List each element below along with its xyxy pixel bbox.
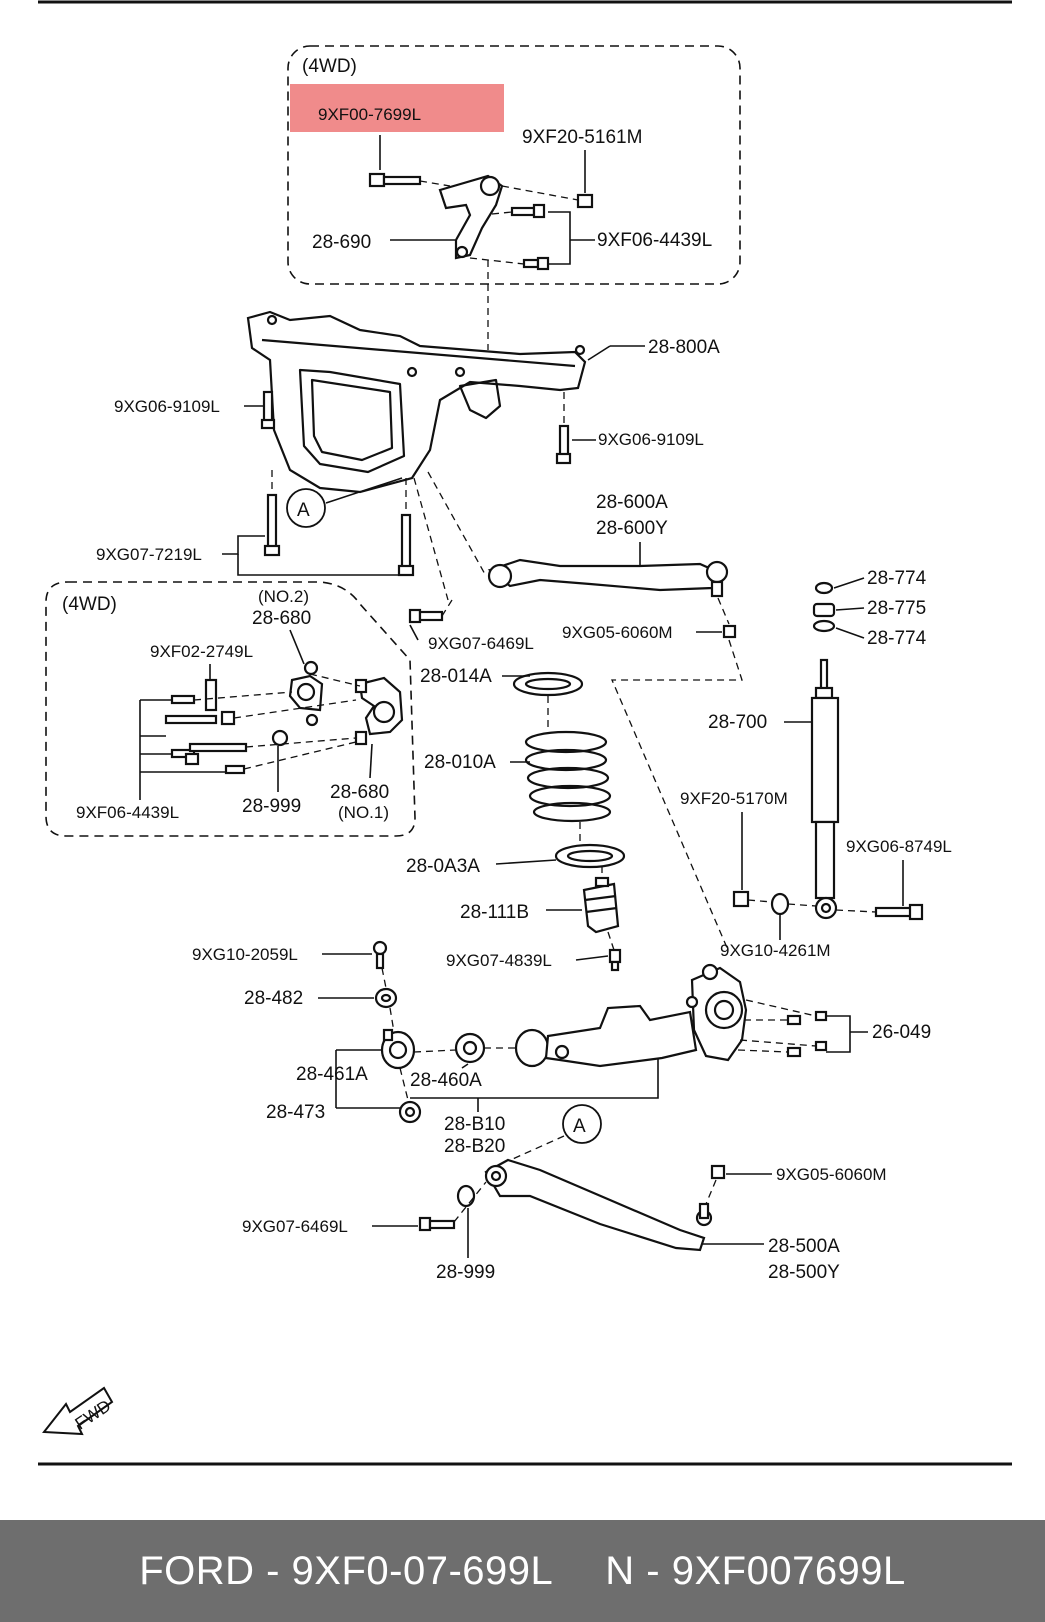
label-p-9xf02-2749l: 9XF02-2749L: [150, 642, 253, 661]
label-p-9xg06-9109l-right: 9XG06-9109L: [598, 430, 704, 449]
bolt-9xg10-2059l: [372, 940, 388, 970]
label-p-28-775: 28-775: [867, 598, 926, 619]
bolts-9xf06-4439l-top: [510, 203, 550, 271]
box-4wd-left: [45, 581, 416, 837]
label-p-28-500a: 28-500A: [768, 1236, 840, 1257]
label-p-28-774-a: 28-774: [867, 568, 927, 589]
nut-9xf20-5161m: [576, 193, 594, 209]
nut-9xf20-5170m: [732, 890, 750, 908]
label-p-9xg05-6060m-bot: 9XG05-6060M: [776, 1165, 887, 1184]
bolt-9xg07-6469l-bottom: [418, 1216, 456, 1232]
highlight-box: [290, 84, 504, 132]
lower-arm-28-500a: [484, 1158, 713, 1252]
label-p-9xf06-4439l-left: 9XF06-4439L: [76, 803, 179, 822]
fwd-arrow-icon: FWD: [42, 1386, 114, 1436]
bolt-9xg06-9109l-right: [555, 424, 572, 465]
bolts-9xf06-4439l-left: [164, 694, 248, 775]
label-p-9xg10-2059l: 9XG10-2059L: [192, 945, 298, 964]
label-p-28-774-b: 28-774: [867, 628, 927, 649]
label-p-28-473: 28-473: [266, 1102, 325, 1123]
label-p-26-049: 26-049: [872, 1022, 931, 1043]
label-p-9xg10-4261m: 9XG10-4261M: [720, 941, 831, 960]
nut-28-774-top: [814, 581, 834, 595]
label-p-28-014a: 28-014A: [420, 666, 492, 687]
box-4wd-top-title: (4WD): [302, 56, 357, 77]
callout-a-top: [286, 488, 326, 528]
label-p-9xg07-6469l-top: 9XG07-6469L: [428, 634, 534, 653]
label-p-no2: (NO.2): [258, 587, 309, 606]
bracket-28-690: [438, 174, 504, 260]
label-p-28-482: 28-482: [244, 988, 303, 1009]
label-p-9xg07-7219l: 9XG07-7219L: [96, 545, 202, 564]
upper-arm-28-600a: [487, 558, 729, 598]
label-p-9xf20-5170m: 9XF20-5170M: [680, 789, 788, 808]
lower-arm-28-b10: [514, 1004, 698, 1068]
spring-seat-28-0a3a: [554, 843, 626, 869]
nut-9xg05-6060m-top: [722, 624, 737, 639]
callout-a-bottom: [562, 1104, 602, 1144]
label-p-28-999-left: 28-999: [242, 796, 301, 817]
nut-28-473: [398, 1100, 422, 1124]
bump-stop-28-111b: [582, 876, 620, 934]
label-p-9xg06-9109l-left: 9XG06-9109L: [114, 397, 220, 416]
label-p-no1: (NO.1): [338, 803, 389, 822]
label-p-28-999-bot: 28-999: [436, 1262, 495, 1283]
bolt-9xf00-7699l: [368, 172, 422, 188]
label-p-28-500y: 28-500Y: [768, 1262, 840, 1283]
washer-28-774-bottom: [812, 619, 836, 633]
label-p-9xf20-5161m: 9XF20-5161M: [522, 127, 642, 148]
label-p-28-680-top: 28-680: [252, 608, 311, 629]
label-p-a-bot: A: [573, 1116, 586, 1137]
bolts-9xg07-7219l: [263, 493, 415, 577]
label-p-28-690: 28-690: [312, 232, 371, 253]
label-p-28-b20: 28-B20: [444, 1136, 505, 1157]
label-p-9xg07-4839l: 9XG07-4839L: [446, 951, 552, 970]
bushing-28-775: [812, 602, 836, 618]
bolt-9xg06-9109l-left: [260, 390, 276, 430]
label-p-28-460a: 28-460A: [410, 1070, 482, 1091]
label-9xf00-7699l-highlight[interactable]: 9XF00-7699L: [318, 105, 421, 124]
washer-28-999-left: [271, 729, 289, 747]
box-4wd-top: [287, 45, 741, 285]
label-p-28-800a: 28-800A: [648, 337, 720, 358]
label-p-28-0a3a: 28-0A3A: [406, 856, 480, 877]
label-p-9xg07-6469l-bot: 9XG07-6469L: [242, 1217, 348, 1236]
bolt-9xg07-4839l: [608, 948, 622, 972]
nut-9xg05-6060m-bot: [710, 1164, 726, 1180]
crossmember-28-800a: [246, 310, 587, 494]
label-p-9xf06-4439l-top: 9XF06-4439L: [597, 230, 712, 251]
knuckle-26-049: [685, 963, 748, 1062]
label-p-28-600y: 28-600Y: [596, 518, 668, 539]
spring-seat-28-014a: [512, 671, 584, 697]
parts-diagram: (4WD) 9XF00-7699L 28-690 9XF20-5161M 9XF…: [38, 0, 1012, 1466]
washer-28-999-bottom: [456, 1184, 476, 1208]
label-p-28-600a: 28-600A: [596, 492, 668, 513]
label-p-28-461a: 28-461A: [296, 1064, 368, 1085]
footer-brand-part: FORD - 9XF0-07-699L: [139, 1548, 554, 1593]
label-p-a-top: A: [297, 500, 310, 521]
mount-28-680-no2: [204, 660, 324, 712]
bushing-28-460a: [454, 1032, 486, 1064]
label-p-28-010a: 28-010A: [424, 752, 496, 773]
label-p-28-111b: 28-111B: [460, 902, 529, 923]
label-p-9xg05-6060m-top: 9XG05-6060M: [562, 623, 673, 642]
label-p-28-b10: 28-B10: [444, 1114, 505, 1135]
footer-bar: FORD - 9XF0-07-699L N - 9XF007699L: [0, 1520, 1045, 1622]
coil-spring-28-010a: [524, 730, 612, 823]
label-p-28-680-bot: 28-680: [330, 782, 389, 803]
bolt-9xg07-6469l-top: [408, 608, 444, 624]
shock-absorber-28-700: [810, 658, 840, 920]
label-p-9xg06-8749l: 9XG06-8749L: [846, 837, 952, 856]
cam-bolt-28-461a: [380, 1028, 416, 1070]
label-p-28-700: 28-700: [708, 712, 767, 733]
footer-alt-part: N - 9XF007699L: [605, 1548, 906, 1593]
mount-28-680-no1: [354, 676, 404, 746]
washer-9xg10-4261m: [770, 892, 790, 916]
bolts-26-049: [786, 1010, 828, 1058]
washer-28-482: [374, 987, 398, 1009]
bolt-9xg06-8749l: [874, 903, 924, 921]
label-box-left-title: (4WD): [62, 594, 117, 615]
